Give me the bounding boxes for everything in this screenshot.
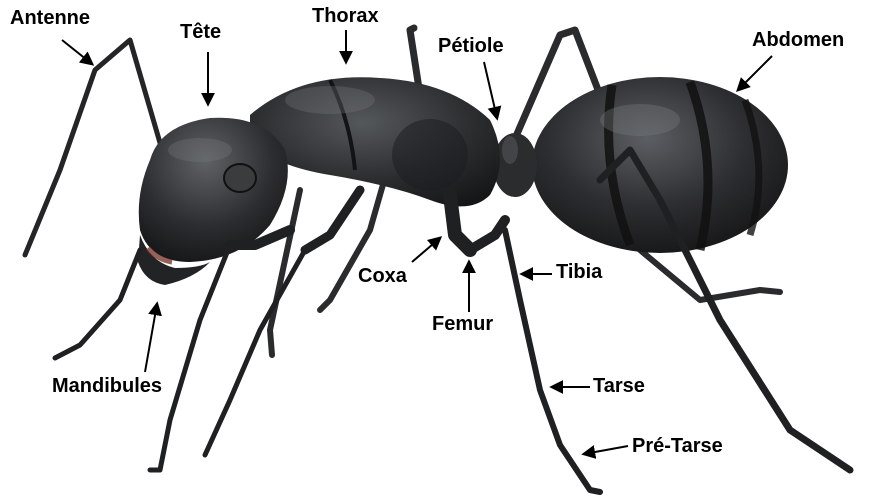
label-pre-tarse: Pré-Tarse: [632, 436, 723, 456]
label-antenne: Antenne: [10, 8, 90, 28]
label-tibia: Tibia: [556, 262, 602, 282]
label-mandibules: Mandibules: [52, 376, 162, 396]
petiole-arrow: [484, 62, 497, 118]
label-tete: Tête: [180, 22, 221, 42]
label-petiole: Pétiole: [438, 36, 504, 56]
label-coxa: Coxa: [358, 266, 407, 286]
label-thorax: Thorax: [312, 6, 379, 26]
abdomen-arrow: [738, 56, 772, 90]
coxa-arrow: [412, 238, 440, 262]
label-abdomen: Abdomen: [752, 30, 844, 50]
pre-tarse-arrow: [584, 446, 628, 454]
mandibules-arrow: [145, 304, 157, 372]
label-tarse: Tarse: [593, 376, 645, 396]
antenne-arrow: [62, 40, 92, 64]
label-femur: Femur: [432, 314, 493, 334]
